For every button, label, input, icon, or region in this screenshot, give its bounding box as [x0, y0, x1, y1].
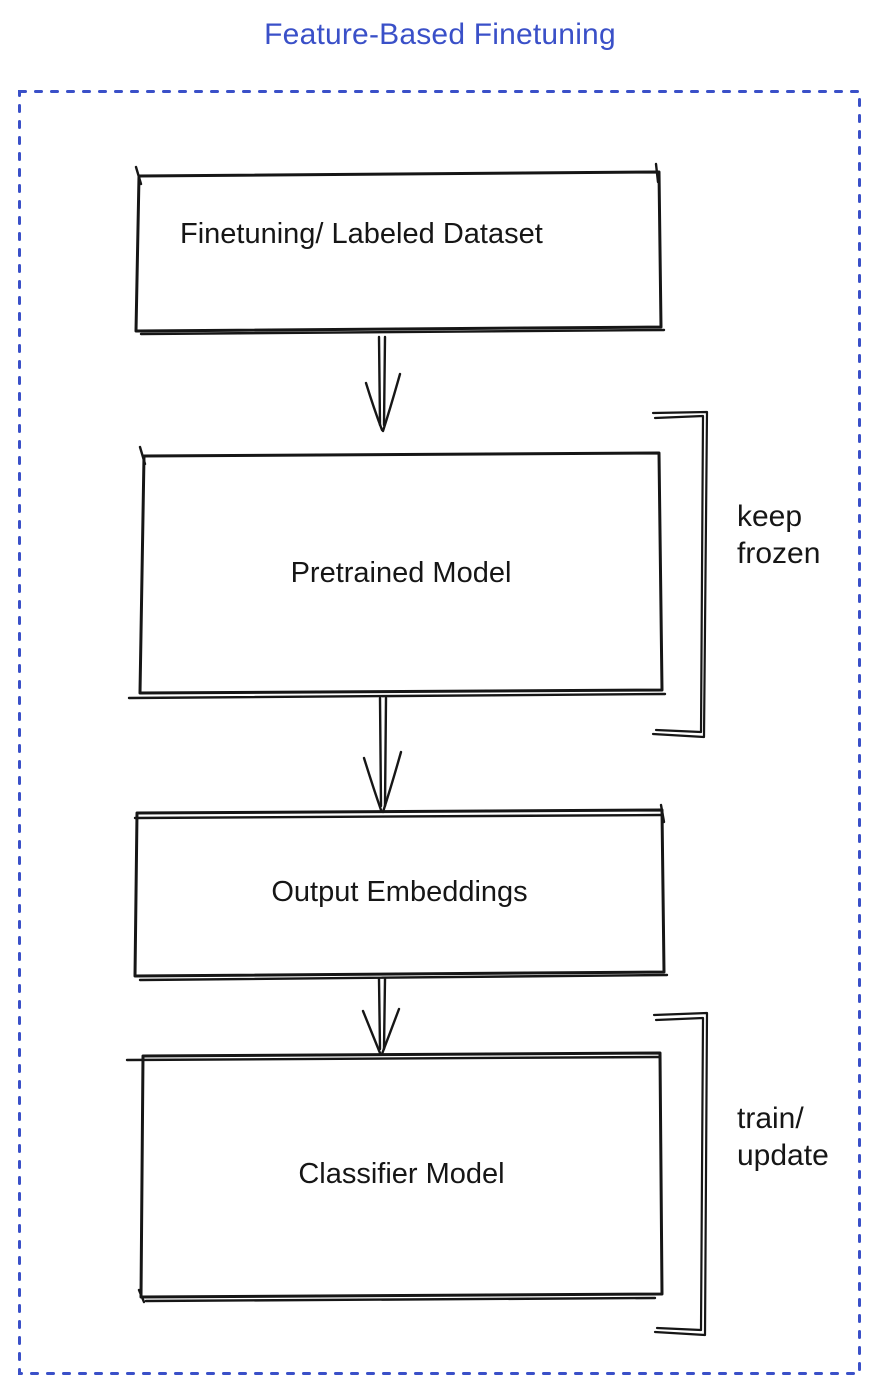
pretrained-box-bottom-sketch-line	[127, 692, 667, 700]
arrow-3-shaft-right	[382, 977, 387, 1051]
dataset-box-rect	[134, 170, 663, 333]
keep-frozen-label: keep frozen	[737, 500, 821, 570]
keep-frozen-bracket-inner	[653, 414, 705, 734]
arrow-3-head-right	[380, 1007, 401, 1056]
arrow-2-shaft-left	[378, 696, 383, 808]
classifier-box-label: Classifier Model	[298, 1158, 505, 1190]
arrow-1-head-right	[381, 372, 402, 433]
train-update-label: train/ update	[737, 1102, 829, 1172]
arrow-2-head-left	[362, 756, 383, 812]
pretrained-box-rect	[138, 451, 664, 695]
pretrained-box-corner-tick-left	[138, 445, 147, 466]
classifier-box-top-sketch-line	[125, 1055, 661, 1062]
classifier-box-rect	[139, 1051, 664, 1299]
embeddings-box-corner-tick-right	[659, 803, 666, 824]
embeddings-box-bottom-sketch-line	[138, 973, 669, 982]
arrow-1-shaft-left	[377, 335, 382, 427]
dotted-frame	[18, 90, 861, 1375]
pretrained-box-label: Pretrained Model	[290, 557, 512, 589]
arrow-3-head-left	[361, 1009, 382, 1055]
classifier-box-bottom-sketch-line	[144, 1296, 657, 1303]
embeddings-box-rect	[133, 808, 666, 978]
arrow-dataset-to-pretrained	[364, 335, 402, 433]
dataset-box-corner-tick-right	[654, 162, 660, 184]
diagram-title: Feature-Based Finetuning	[264, 18, 616, 51]
embeddings-box-top-sketch-line	[133, 813, 663, 820]
arrow-3-shaft-left	[377, 977, 382, 1051]
dataset-box-bottom-sketch-line	[139, 328, 666, 336]
classifier-box-shape	[125, 1051, 664, 1304]
dataset-box-shape	[134, 162, 666, 336]
arrow-embeddings-to-classifier	[361, 977, 401, 1056]
arrow-pretrained-to-embeddings	[362, 696, 403, 814]
pretrained-box-shape	[127, 445, 667, 700]
train-update-bracket	[652, 1011, 709, 1337]
arrow-1-shaft-right	[382, 335, 387, 427]
keep-frozen-bracket-outer	[651, 410, 709, 739]
keep-frozen-bracket	[651, 410, 709, 739]
embeddings-box-shape	[133, 803, 669, 982]
dataset-box-label: Finetuning/ Labeled Dataset	[180, 218, 543, 250]
arrow-2-shaft-right	[383, 696, 388, 808]
dataset-box-corner-tick-left	[134, 165, 143, 186]
arrow-1-head-left	[364, 381, 384, 432]
train-update-bracket-outer	[652, 1011, 709, 1337]
train-update-bracket-inner	[654, 1016, 705, 1332]
embeddings-box-label: Output Embeddings	[271, 876, 528, 908]
arrow-2-head-right	[381, 750, 403, 814]
classifier-box-corner-tick-left	[137, 1288, 146, 1304]
